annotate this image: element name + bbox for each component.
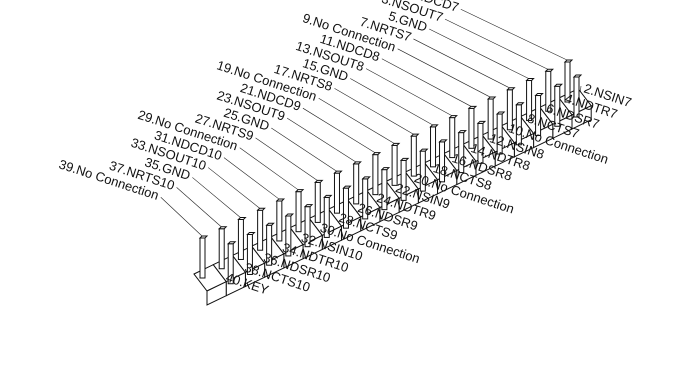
header-pin-top-row [390,142,401,186]
leader-line-top [444,18,548,70]
leader-line-top [239,147,299,190]
pin-header [193,59,592,306]
leader-line-top [460,8,568,61]
header-pin-top-row [333,170,343,214]
header-pin-bottom-row [342,185,352,229]
leader-line-top [286,117,356,163]
header-pin-bottom-row [380,167,391,211]
header-pin-bottom-row [323,194,333,238]
header-pin-top-row [563,59,574,103]
leader-line-top [397,48,491,98]
header-pin-top-row [544,68,554,112]
header-pin-bottom-row [572,74,583,118]
header-pin-top-row [256,207,266,251]
header-pin-top-row [525,78,535,122]
leader-line-top [207,167,260,209]
leader-line-top [381,58,472,107]
header-pin-bottom-row [457,130,467,174]
header-pin-top-row [467,105,478,149]
header-pin-bottom-row [284,213,295,257]
leader-line-top [318,98,395,144]
header-pin-bottom-row [265,222,275,266]
leader-line-top [271,127,337,172]
header-pin-top-row [486,96,497,140]
leader-line-top [302,107,376,153]
header-pin-bottom-row [246,231,256,275]
header-pin-bottom-row [361,176,371,220]
header-pin-top-row [294,189,305,233]
leader-line-top [192,177,241,218]
header-pin-top-row [410,133,420,177]
leader-line-top [350,78,433,126]
header-pin-bottom-row [495,111,506,155]
header-pin-top-row [429,124,439,168]
leader-line-top [429,28,529,79]
header-pin-top-row [352,161,362,205]
header-pin-top-row [237,216,247,260]
header-pin-top-row [506,87,516,131]
header-pin-bottom-row [534,93,544,137]
header-pin-top-row [198,235,209,279]
header-pin-bottom-row [553,83,563,127]
header-pin-bottom-row [438,139,448,183]
leader-line-top [176,187,222,227]
header-pin-bottom-row [227,241,237,285]
header-pin-top-row [314,179,324,223]
header-pin-bottom-row [303,204,314,248]
socket-block-front [206,280,227,306]
leader-line-top [160,197,203,237]
header-pin-bottom-row [476,120,487,164]
leader-line-top [365,68,452,116]
header-pin-top-row [448,115,458,159]
header-pin-bottom-row [515,102,525,146]
header-pin-bottom-row [419,148,429,192]
leader-line-top [223,157,280,200]
leader-line-top [334,88,414,135]
leader-line-top [255,137,318,181]
header-pin-top-row [371,152,382,196]
header-pin-bottom-row [399,157,410,201]
header-pin-top-row [275,198,286,242]
header-pin-top-row [218,226,228,270]
leader-line-top [413,38,510,89]
